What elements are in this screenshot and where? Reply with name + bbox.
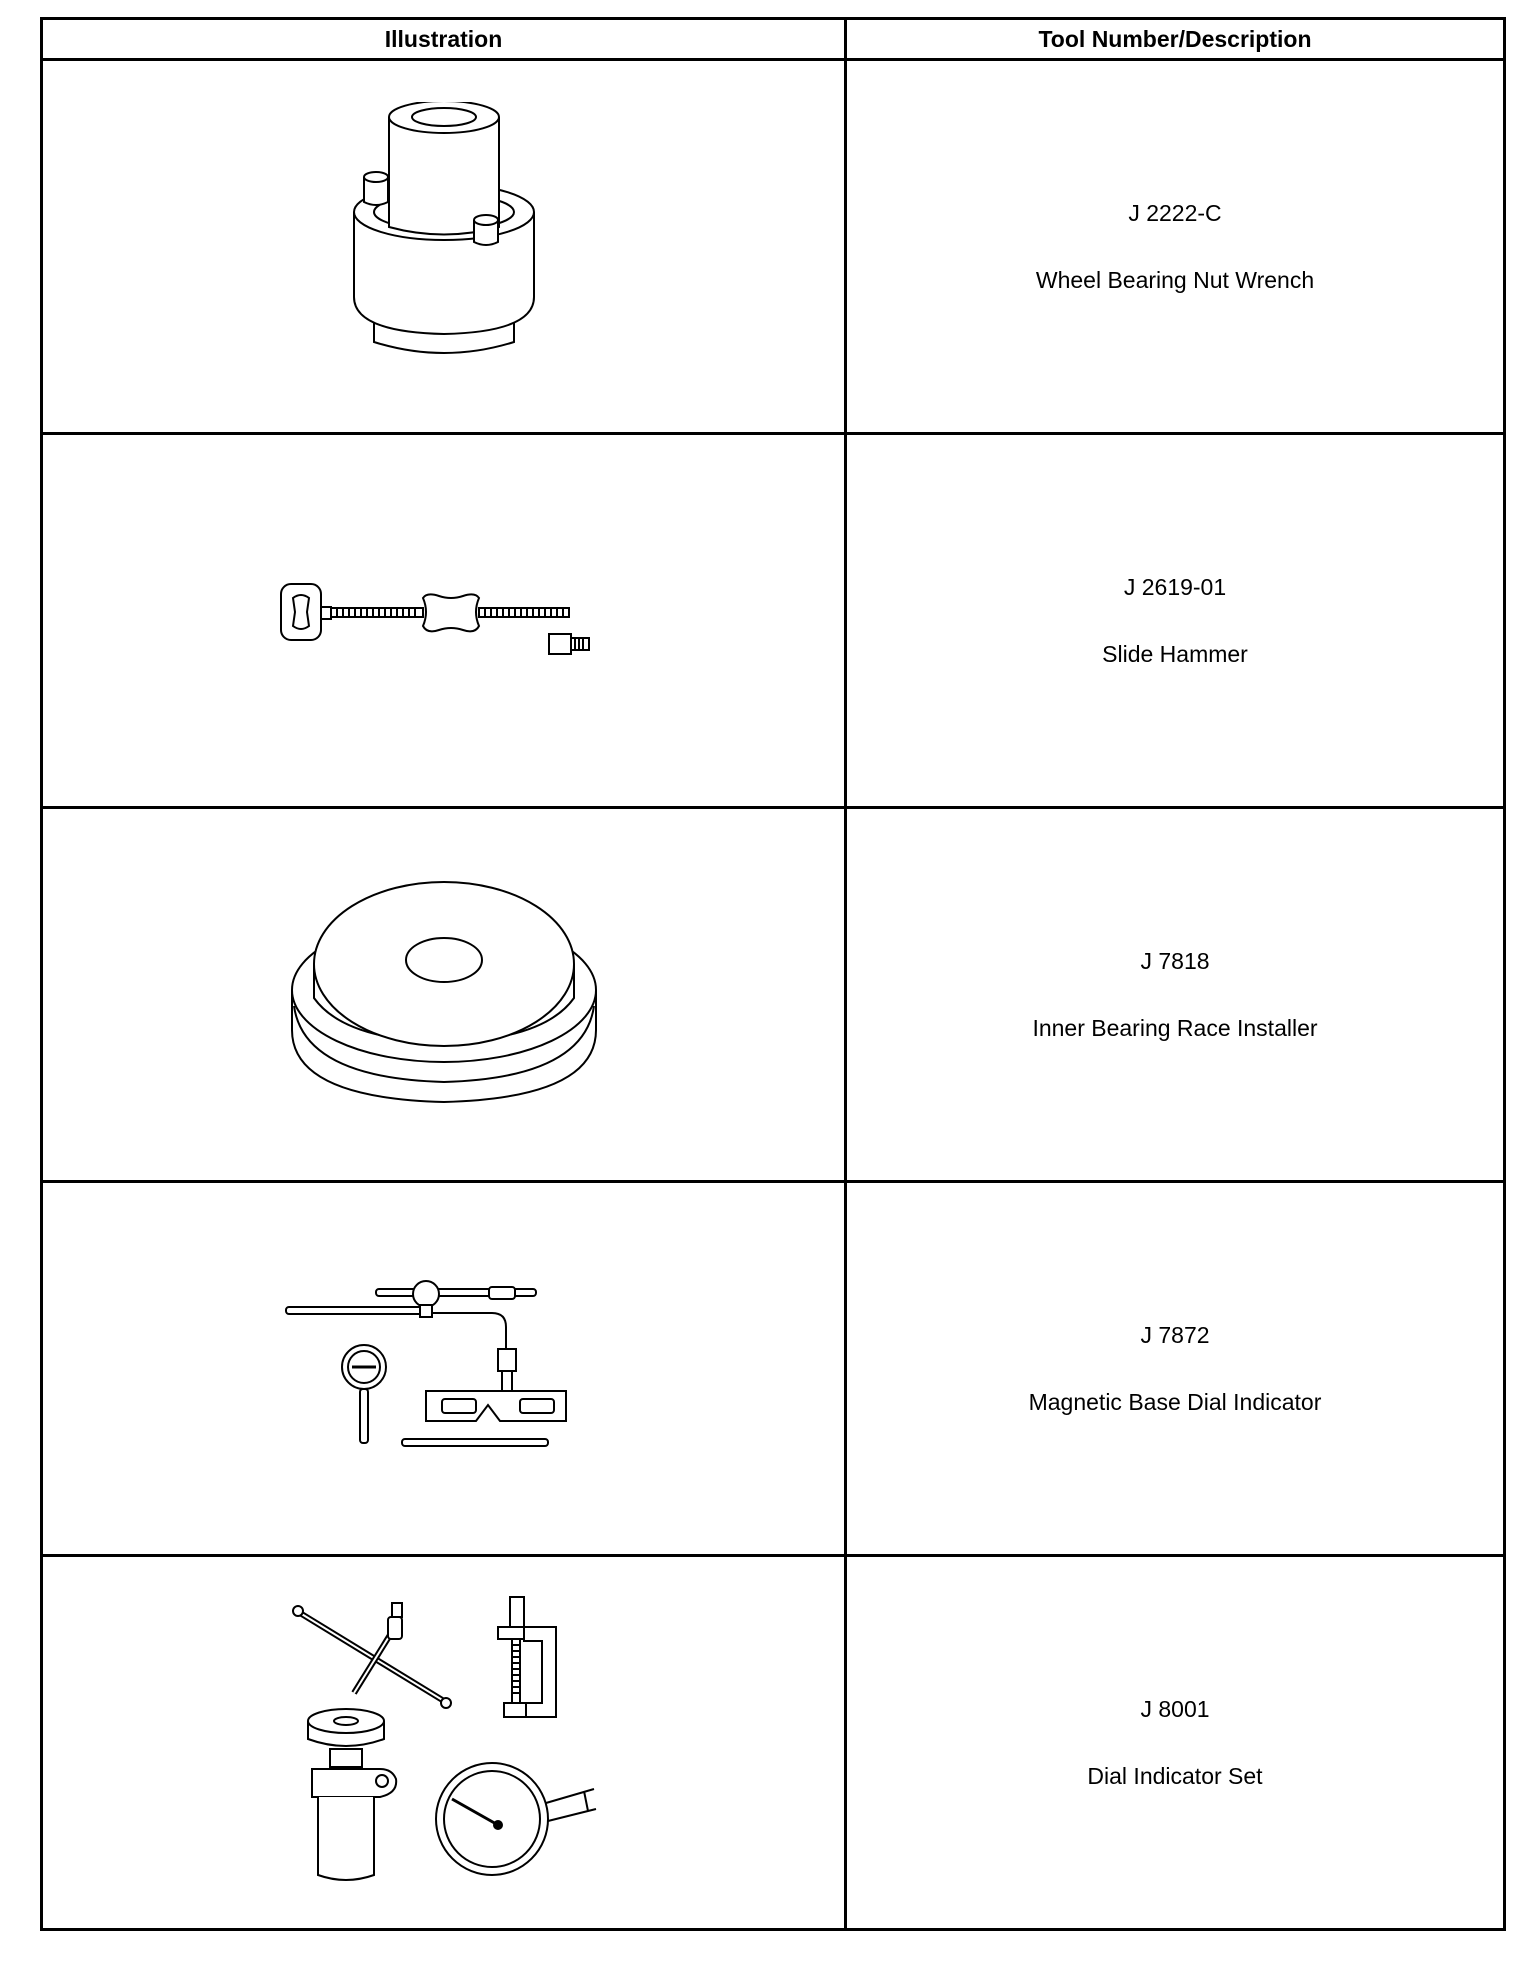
tool-description: Inner Bearing Race Installer [1032,1014,1318,1041]
tool-description-cell: J 7818 Inner Bearing Race Installer [844,806,1506,1183]
illustration-cell [40,1180,847,1557]
table-row: J 7818 Inner Bearing Race Installer [40,806,1506,1183]
illustration-cell [40,432,847,809]
illustration-header: Illustration [40,17,847,61]
table-row: J 2619-01 Slide Hammer [40,432,1506,809]
special-tools-table: Illustration Tool Number/Description [40,17,1506,1931]
tool-description-cell: J 7872 Magnetic Base Dial Indicator [844,1180,1506,1557]
tool-number: J 8001 [1140,1695,1210,1722]
tool-number: J 7818 [1140,947,1210,974]
tool-description: Magnetic Base Dial Indicator [1028,1388,1322,1415]
wheel-bearing-nut-wrench-icon [334,101,554,392]
tool-description-cell: J 2619-01 Slide Hammer [844,432,1506,809]
table-row: J 7872 Magnetic Base Dial Indicator [40,1180,1506,1557]
tool-description-cell: J 8001 Dial Indicator Set [844,1554,1506,1931]
tool-description-cell: J 2222-C Wheel Bearing Nut Wrench [844,58,1506,435]
table-header-row: Illustration Tool Number/Description [40,17,1506,61]
slide-hammer-icon [279,576,609,666]
dial-indicator-set-icon [284,1593,604,1893]
tool-number: J 2619-01 [1123,573,1227,600]
magnetic-base-dial-indicator-icon [284,1279,604,1459]
illustration-cell [40,806,847,1183]
tool-header: Tool Number/Description [844,17,1506,61]
race-installer-icon [284,880,604,1110]
table-row: J 8001 Dial Indicator Set [40,1554,1506,1931]
illustration-cell [40,1554,847,1931]
tool-description: Slide Hammer [1102,640,1248,667]
tool-number: J 7872 [1140,1321,1210,1348]
tool-description: Wheel Bearing Nut Wrench [1035,266,1315,293]
illustration-cell [40,58,847,435]
tool-number: J 2222-C [1128,199,1222,226]
tool-description: Dial Indicator Set [1087,1762,1263,1789]
table-row: J 2222-C Wheel Bearing Nut Wrench [40,58,1506,435]
